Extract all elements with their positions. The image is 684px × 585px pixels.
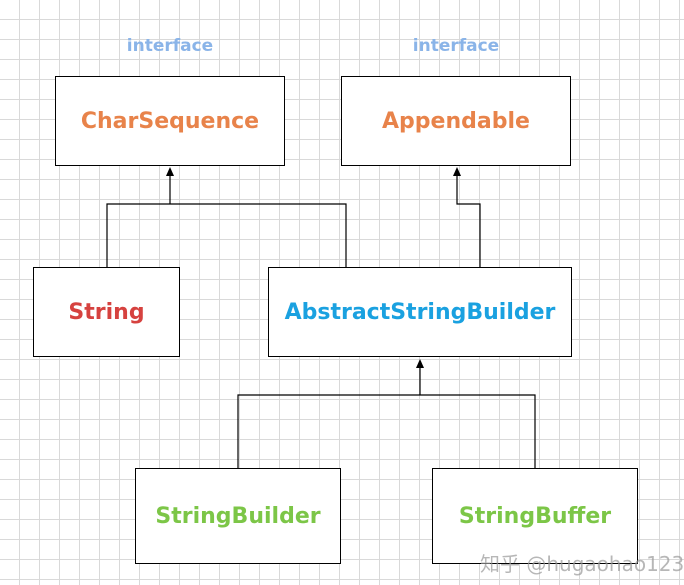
- charsequence-label: CharSequence: [80, 108, 260, 134]
- abstract-string-builder-node[interactable]: AbstractStringBuilder: [268, 267, 572, 357]
- charsequence-node[interactable]: CharSequence: [55, 76, 285, 166]
- appendable-node[interactable]: Appendable: [341, 76, 571, 166]
- appendable-label: Appendable: [382, 108, 530, 134]
- string-builder-node[interactable]: StringBuilder: [135, 468, 341, 564]
- string-buffer-node[interactable]: StringBuffer: [432, 468, 638, 564]
- appendable-stereotype: interface: [412, 36, 500, 56]
- string-node[interactable]: String: [33, 267, 180, 357]
- watermark: 知乎 @hugaohao123: [480, 552, 684, 576]
- string-builder-label: StringBuilder: [155, 503, 321, 529]
- builders-to-asb-connector: [237, 394, 536, 468]
- abstract-string-builder-label: AbstractStringBuilder: [284, 299, 556, 325]
- charsequence-stereotype: interface: [126, 36, 214, 56]
- asb-to-appendable-connector: [456, 170, 481, 267]
- string-to-charsequence-connector: [106, 203, 347, 267]
- appendable-arrowhead: [453, 167, 461, 176]
- string-buffer-label: StringBuffer: [458, 503, 612, 529]
- diagram-connectors: [106, 167, 536, 468]
- asb-arrowhead: [416, 359, 424, 368]
- string-label: String: [68, 299, 145, 325]
- charsequence-arrowhead: [166, 167, 174, 176]
